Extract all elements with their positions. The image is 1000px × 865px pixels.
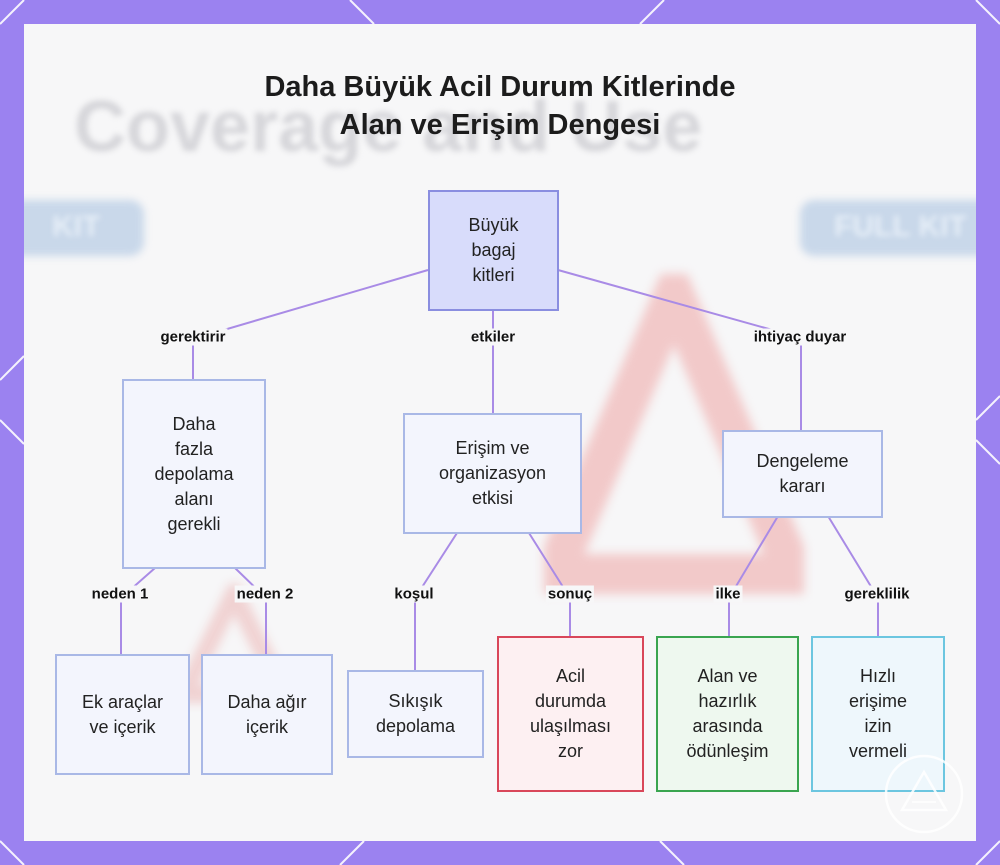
- node-label-line: Erişim ve: [439, 436, 546, 461]
- node-label-line: Büyük: [468, 213, 518, 238]
- node-label-line: Sıkışık: [376, 689, 455, 714]
- edge-reason2: [235, 568, 266, 655]
- node-label-line: hazırlık: [686, 689, 768, 714]
- node-label-line: ve içerik: [82, 715, 163, 740]
- node-label-line: Ek araçlar: [82, 690, 163, 715]
- node-label-line: kararı: [756, 474, 848, 499]
- node-label-line: ödünleşim: [686, 739, 768, 764]
- edge-needs: [558, 270, 801, 431]
- node-label-line: gerekli: [154, 512, 233, 537]
- edge-label-affects: etkiler: [469, 329, 517, 346]
- node-label-line: Alan ve: [686, 664, 768, 689]
- node-label-line: kitleri: [468, 263, 518, 288]
- node-label-line: alanı: [154, 487, 233, 512]
- node-label-line: depolama: [376, 714, 455, 739]
- node-label-line: Daha: [154, 412, 233, 437]
- edge-principle: [729, 516, 778, 637]
- edge-label-reason1: neden 1: [90, 586, 151, 603]
- edge-label-principle: ilke: [713, 586, 742, 603]
- edge-reason1: [121, 568, 155, 655]
- node-label-line: Hızlı: [849, 664, 907, 689]
- edge-requires: [193, 270, 428, 380]
- node-label-line: durumda: [530, 689, 611, 714]
- edge-label-requirement: gereklilik: [842, 586, 911, 603]
- node-label-line: Acil: [530, 664, 611, 689]
- node-label-line: fazla: [154, 437, 233, 462]
- node-label-line: organizasyon: [439, 461, 546, 486]
- node-label-line: depolama: [154, 462, 233, 487]
- node-label-line: izin: [849, 714, 907, 739]
- node-label-line: içerik: [227, 715, 306, 740]
- node-label-line: erişime: [849, 689, 907, 714]
- edge-label-requires: gerektirir: [158, 329, 227, 346]
- edge-requirement: [828, 516, 878, 637]
- node-label-line: etkisi: [439, 486, 546, 511]
- edge-label-result: sonuç: [546, 586, 594, 603]
- node-label-line: bagaj: [468, 238, 518, 263]
- node-label-line: ulaşılması: [530, 714, 611, 739]
- node-label-line: arasında: [686, 714, 768, 739]
- node-label-line: Dengeleme: [756, 449, 848, 474]
- edge-label-needs: ihtiyaç duyar: [752, 329, 849, 346]
- node-label-line: Daha ağır: [227, 690, 306, 715]
- node-label-line: zor: [530, 739, 611, 764]
- edge-label-reason2: neden 2: [235, 586, 296, 603]
- logo-badge-icon: [882, 752, 966, 836]
- edge-label-condition: koşul: [392, 586, 435, 603]
